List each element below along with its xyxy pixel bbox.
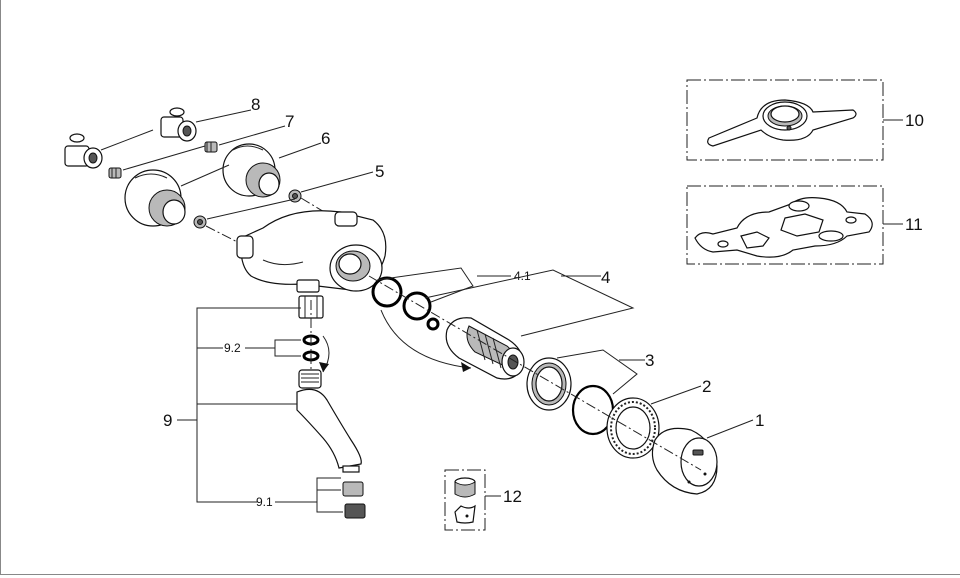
- leader-9-1c: [316, 502, 343, 513]
- bracket-4-1: [376, 267, 474, 303]
- part-4-1-o-ring-medium: [402, 291, 432, 321]
- bracket-9: [196, 307, 301, 503]
- box-11: [686, 185, 884, 265]
- part-9-1-aerator-cap: [344, 503, 366, 519]
- spout-arrow-head: [319, 362, 329, 372]
- part-2-rosette: [606, 397, 660, 459]
- part-1-control-handle: [651, 427, 718, 495]
- mixer-body: [236, 210, 387, 293]
- callout-9: 9: [163, 411, 172, 430]
- leader-2: [650, 385, 702, 405]
- leader-9-1b: [316, 489, 341, 502]
- callout-4: 4: [601, 268, 610, 287]
- part-9-1-aerator: [342, 481, 364, 497]
- callout-1: 1: [755, 411, 764, 430]
- callout-4-1: 4.1: [514, 269, 531, 283]
- leader-6b: [180, 164, 230, 187]
- insert-arrow: [380, 309, 472, 369]
- callout-9-1: 9.1: [256, 495, 273, 509]
- leader-8b: [100, 129, 154, 151]
- part-9-1-seal: [342, 465, 360, 473]
- leader-7b: [122, 145, 206, 171]
- callout-6: 6: [321, 129, 330, 148]
- part-4-1-o-ring-large: [371, 276, 403, 308]
- part-4-1-o-ring-small: [426, 317, 440, 331]
- part-6-escutcheon-right: [222, 143, 281, 198]
- bracket-4: [424, 269, 635, 337]
- leader-8: [195, 109, 252, 123]
- leader-1: [706, 419, 754, 439]
- part-7-check-valve-left: [108, 167, 122, 179]
- callout-9-2: 9.2: [224, 341, 241, 355]
- part-11-spanner-wrench: [694, 197, 873, 258]
- main-assembly-axis: [368, 275, 702, 471]
- part-3-seal-ring-hole: [535, 366, 563, 402]
- callout-3: 3: [645, 351, 654, 370]
- part-8-inlet-fitting-right: [160, 107, 197, 142]
- callout-11: 11: [905, 215, 923, 234]
- leader-5b: [206, 198, 296, 220]
- leader-7: [218, 125, 286, 146]
- leader-9-2c: [274, 348, 301, 357]
- box-12: [444, 469, 486, 531]
- part-5-nipple-left: [193, 215, 207, 229]
- part-6-escutcheon-left: [124, 169, 186, 227]
- part-10-key-tool: [707, 99, 857, 147]
- leader-5: [300, 171, 374, 193]
- callout-2: 2: [702, 377, 711, 396]
- callout-12: 12: [503, 487, 522, 506]
- part-7-check-valve-right: [204, 141, 218, 153]
- part-8-inlet-fitting-left: [64, 133, 103, 169]
- part-12-spare-components: [454, 477, 476, 524]
- box-10: [686, 79, 884, 161]
- insert-arrow-head: [461, 362, 471, 372]
- leader-6: [278, 142, 322, 159]
- bracket-3: [556, 349, 638, 395]
- part-9-spout: [296, 369, 362, 469]
- callout-5: 5: [375, 162, 384, 181]
- callout-8: 8: [251, 95, 260, 114]
- part-5-nipple-right: [288, 189, 302, 203]
- callout-10: 10: [905, 111, 924, 130]
- callout-7: 7: [285, 112, 294, 131]
- leader-9-2b: [245, 339, 301, 349]
- part-4-thermostatic-cartridge: [445, 317, 525, 380]
